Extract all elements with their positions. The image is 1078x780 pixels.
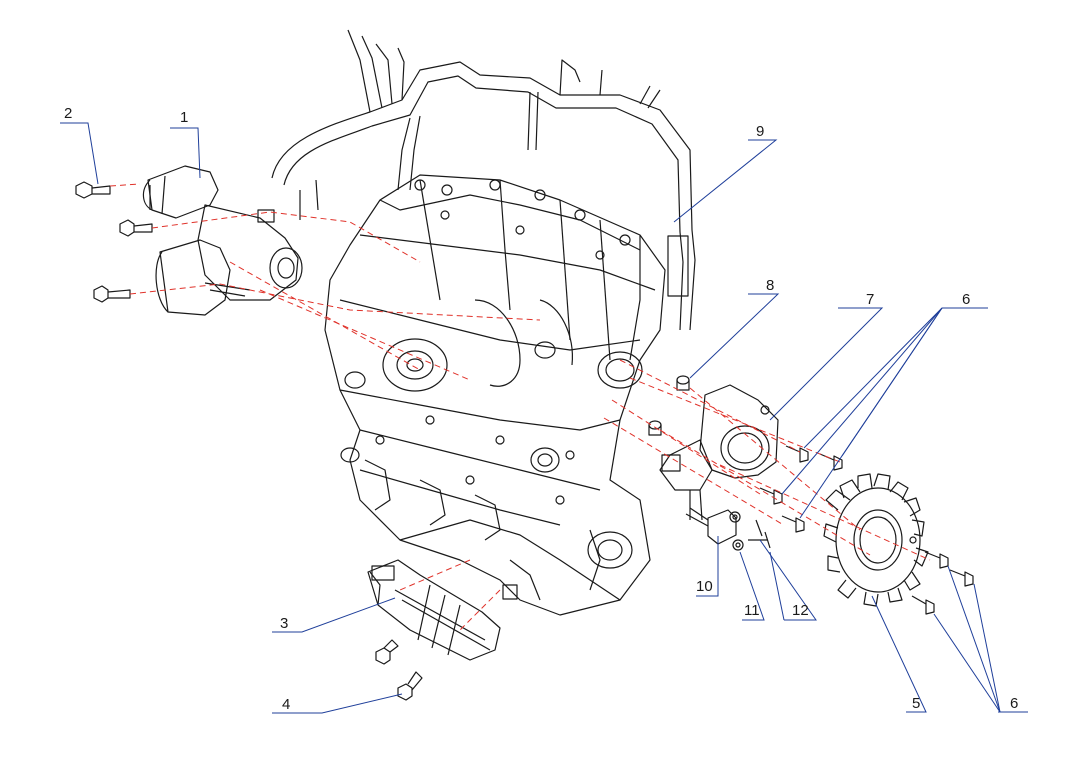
wiring-harness [271,29,696,331]
callout-2: 2 [64,105,73,122]
callout-7: 7 [866,291,875,308]
small-parts [648,375,744,551]
callout-3: 3 [280,615,289,632]
starter-motor [142,165,303,316]
callout-5: 5 [912,695,921,712]
bolt-symbols [375,179,631,505]
callout-9: 9 [756,123,765,140]
callout-4: 4 [282,696,291,713]
assembly-lines [109,183,931,631]
callout-6-top: 6 [962,291,971,308]
callout-8: 8 [766,277,775,294]
callout-11: 11 [744,602,760,619]
callout-10: 10 [696,578,713,595]
loose-bolts [75,181,974,701]
voltage-regulator [367,559,501,661]
callout-12: 12 [792,602,809,619]
callout-1: 1 [180,109,189,126]
leader-lines [60,122,1028,714]
engine-block [324,174,666,616]
stator [823,473,929,607]
bracket [659,384,779,521]
callout-6-bottom: 6 [1010,695,1019,712]
